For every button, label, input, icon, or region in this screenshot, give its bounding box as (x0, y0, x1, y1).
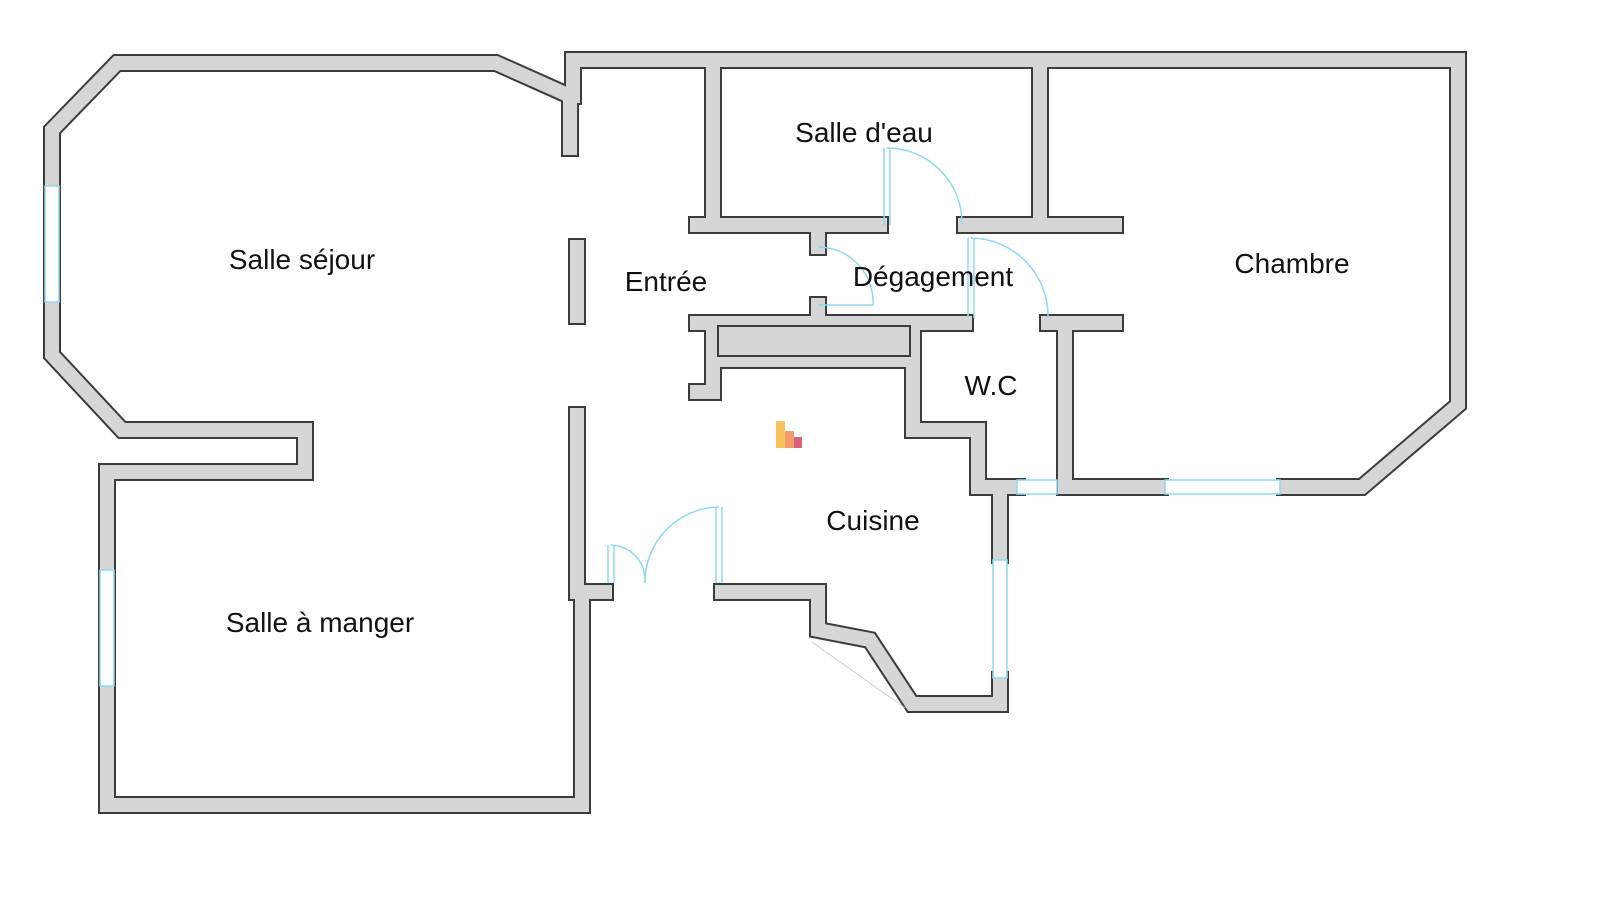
doors (607, 147, 1049, 709)
room-label-salle-sejour: Salle séjour (228, 244, 376, 275)
window-salle-a-manger (99, 569, 115, 687)
window-sejour (44, 185, 60, 303)
room-label-cuisine: Cuisine (826, 505, 920, 536)
door-salle-deau (883, 147, 963, 225)
bay-line (811, 641, 906, 709)
room-label-chambre: Chambre (1234, 248, 1350, 279)
wall (690, 316, 720, 399)
room-label-degagement: Dégagement (852, 261, 1014, 292)
door-entrance-large (644, 506, 723, 584)
room-label-salle-deau: Salle d'eau (795, 117, 933, 148)
wall-outline (956, 51, 1049, 234)
room-label-salle-a-manger: Salle à manger (225, 607, 415, 638)
door-wc (967, 237, 1049, 319)
walls (43, 51, 1467, 814)
wall (566, 53, 1465, 494)
room-label-wc: W.C (964, 370, 1018, 401)
windows (44, 185, 1281, 687)
window-wc (1016, 479, 1058, 495)
wall (706, 353, 1007, 494)
wall (45, 56, 612, 812)
room-label-entree: Entrée (624, 266, 708, 297)
door-entrance-small (607, 544, 646, 584)
wall (715, 585, 1007, 711)
closet (717, 325, 911, 357)
wall (958, 53, 1047, 232)
door-degagement (817, 246, 874, 306)
window-cuisine (992, 559, 1008, 679)
wall-outline (713, 583, 1009, 713)
window-chambre (1164, 479, 1281, 495)
logo-icon (776, 421, 802, 448)
wall (1041, 316, 1167, 494)
